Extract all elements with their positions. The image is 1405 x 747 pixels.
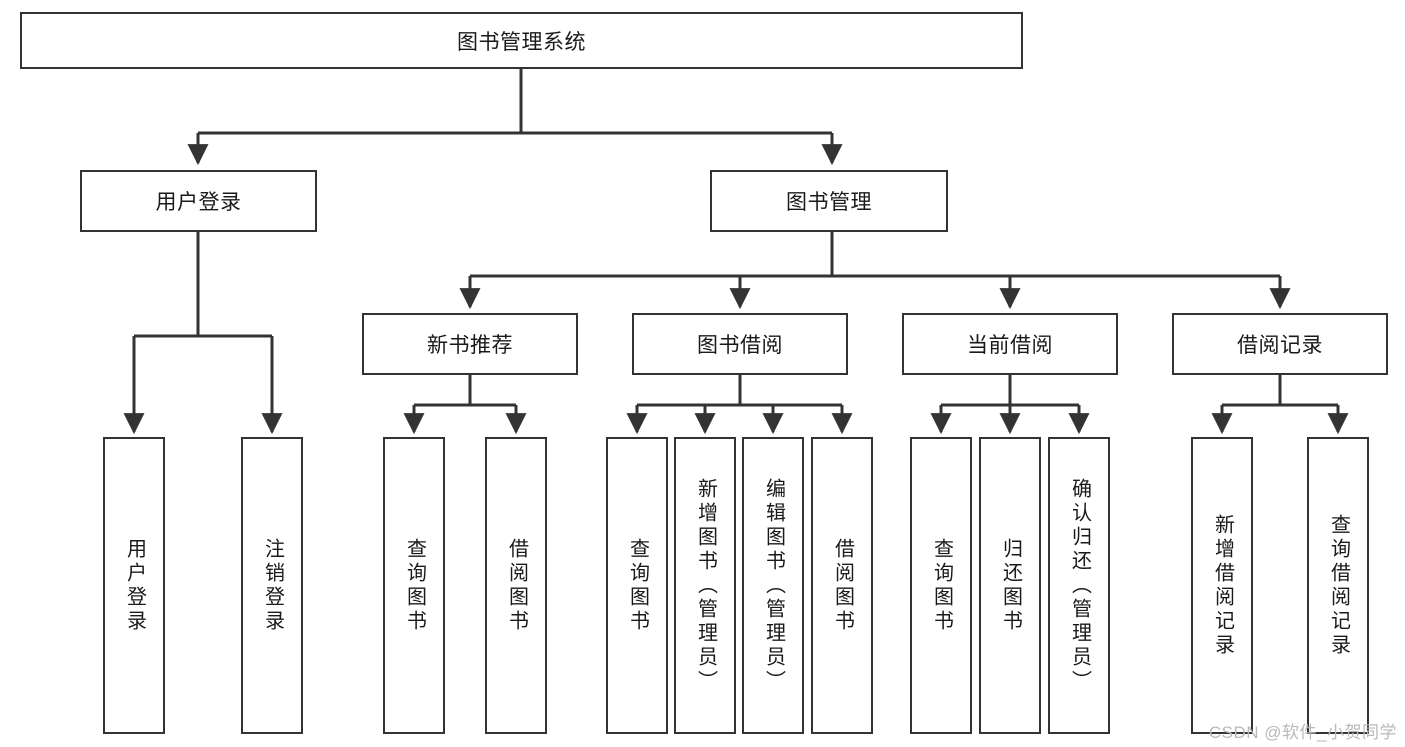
node-leaf-confirm-return-label: 确认归还（管理员）	[1068, 477, 1091, 694]
node-leaf-query-book-3[interactable]: 查询图书	[910, 437, 972, 734]
node-leaf-query-book-1[interactable]: 查询图书	[383, 437, 445, 734]
node-leaf-query-record-label: 查询借阅记录	[1327, 513, 1350, 658]
node-book-borrow[interactable]: 图书借阅	[632, 313, 848, 375]
node-leaf-borrow-book-1[interactable]: 借阅图书	[485, 437, 547, 734]
node-leaf-add-book[interactable]: 新增图书（管理员）	[674, 437, 736, 734]
node-new-book-recommend[interactable]: 新书推荐	[362, 313, 578, 375]
node-leaf-edit-book-label: 编辑图书（管理员）	[762, 477, 785, 694]
node-new-book-recommend-label: 新书推荐	[427, 334, 513, 357]
node-root-label: 图书管理系统	[457, 30, 586, 54]
node-leaf-add-book-label: 新增图书（管理员）	[694, 477, 717, 694]
node-leaf-query-book-2-label: 查询图书	[626, 537, 649, 634]
node-leaf-borrow-book-1-label: 借阅图书	[505, 537, 528, 634]
node-leaf-query-book-1-label: 查询图书	[403, 537, 426, 634]
node-leaf-logout-label: 注销登录	[261, 537, 284, 634]
node-current-borrow[interactable]: 当前借阅	[902, 313, 1118, 375]
node-leaf-edit-book[interactable]: 编辑图书（管理员）	[742, 437, 804, 734]
node-current-borrow-label: 当前借阅	[967, 334, 1053, 357]
node-user-login[interactable]: 用户登录	[80, 170, 317, 232]
node-leaf-return-book[interactable]: 归还图书	[979, 437, 1041, 734]
node-leaf-add-record[interactable]: 新增借阅记录	[1191, 437, 1253, 734]
node-book-management[interactable]: 图书管理	[710, 170, 948, 232]
node-book-borrow-label: 图书借阅	[697, 334, 783, 357]
node-leaf-borrow-book-2-label: 借阅图书	[831, 537, 854, 634]
node-leaf-confirm-return[interactable]: 确认归还（管理员）	[1048, 437, 1110, 734]
node-borrow-record-label: 借阅记录	[1237, 334, 1323, 357]
node-borrow-record[interactable]: 借阅记录	[1172, 313, 1388, 375]
node-leaf-query-book-2[interactable]: 查询图书	[606, 437, 668, 734]
node-leaf-user-login-label: 用户登录	[123, 537, 146, 634]
node-book-management-label: 图书管理	[786, 191, 872, 214]
node-leaf-query-record[interactable]: 查询借阅记录	[1307, 437, 1369, 734]
node-leaf-query-book-3-label: 查询图书	[930, 537, 953, 634]
watermark: CSDN @软件_小贺同学	[1208, 723, 1397, 742]
node-leaf-add-record-label: 新增借阅记录	[1211, 513, 1234, 658]
node-root[interactable]: 图书管理系统	[20, 12, 1023, 69]
node-leaf-logout[interactable]: 注销登录	[241, 437, 303, 734]
node-leaf-return-book-label: 归还图书	[999, 537, 1022, 634]
node-leaf-borrow-book-2[interactable]: 借阅图书	[811, 437, 873, 734]
node-user-login-label: 用户登录	[155, 191, 242, 214]
node-leaf-user-login[interactable]: 用户登录	[103, 437, 165, 734]
